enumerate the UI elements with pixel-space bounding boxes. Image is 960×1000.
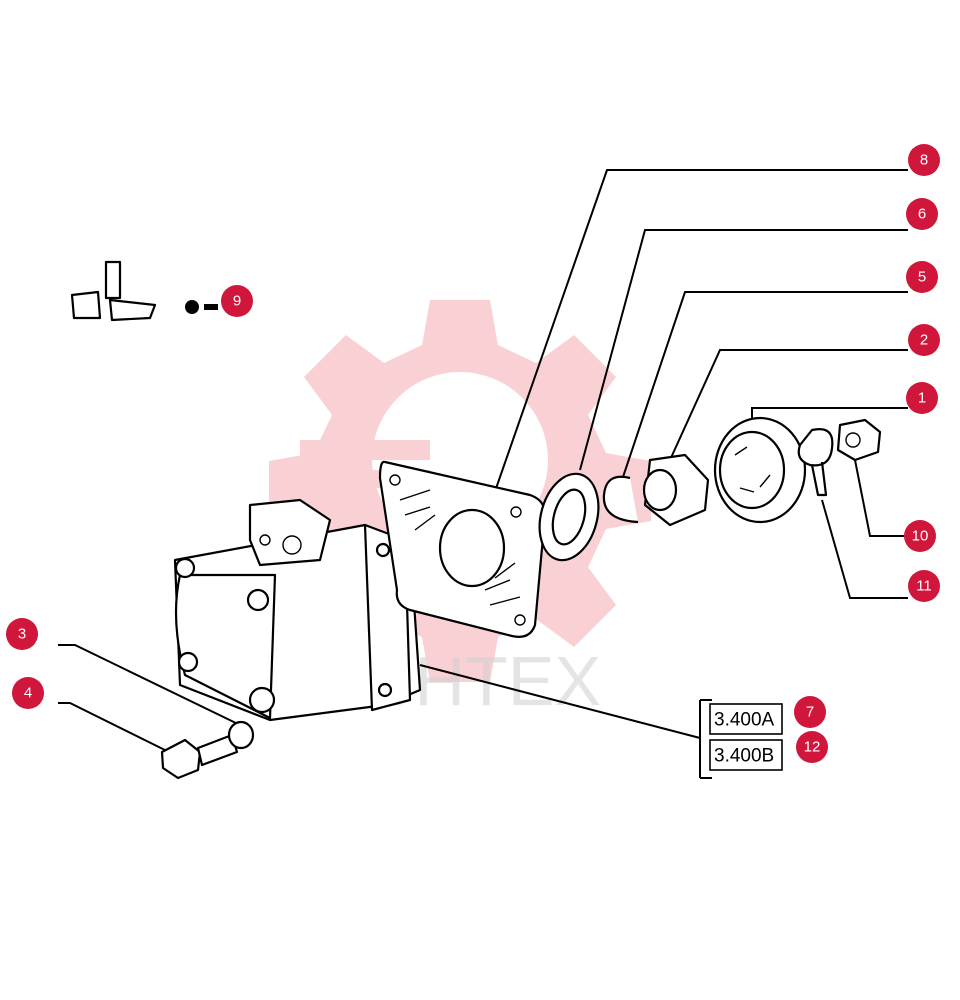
callout-badge-5[interactable]: 5: [906, 261, 938, 293]
svg-text:7: 7: [806, 704, 814, 721]
callout-badge-2[interactable]: 2: [908, 324, 940, 356]
reference-code: 3.400B: [714, 746, 774, 767]
svg-text:4: 4: [24, 685, 32, 702]
svg-text:10: 10: [912, 528, 929, 545]
callout-badge-7[interactable]: 7: [794, 696, 826, 728]
callout-badge-12[interactable]: 12: [796, 731, 828, 763]
svg-text:2: 2: [920, 332, 928, 349]
callout-badge-10[interactable]: 10: [904, 520, 936, 552]
coupling-sleeve: [713, 416, 807, 524]
pump-body: [173, 498, 443, 722]
gasket-plate: [378, 460, 547, 638]
bolt-washer: [227, 720, 255, 750]
callout-badge-11[interactable]: 11: [908, 570, 940, 602]
svg-text:11: 11: [916, 578, 932, 595]
svg-text:9: 9: [233, 293, 241, 310]
callout-badge-6[interactable]: 6: [906, 198, 938, 230]
callout-badge-1[interactable]: 1: [906, 382, 938, 414]
reference-box-b[interactable]: 3.400B: [709, 739, 783, 771]
tab-lock-washer: [797, 428, 834, 497]
svg-text:12: 12: [804, 739, 821, 756]
leader-lines: [58, 169, 908, 779]
svg-text:1: 1: [918, 390, 926, 407]
coupling-hub: [642, 453, 710, 527]
reference-code: 3.400A: [714, 710, 775, 731]
reference-box-a[interactable]: 3.400A: [709, 703, 783, 735]
svg-text:3: 3: [18, 626, 26, 643]
callout-badge-3[interactable]: 3: [6, 618, 38, 650]
callout-badge-9[interactable]: 9: [221, 285, 253, 317]
washer-ring: [538, 472, 600, 562]
nut: [836, 418, 882, 462]
svg-text:8: 8: [920, 152, 928, 169]
bolt: [160, 733, 239, 780]
snap-ring: [602, 475, 639, 524]
svg-text:6: 6: [918, 206, 926, 223]
kit-parts: [70, 260, 218, 322]
callout-badge-8[interactable]: 8: [908, 144, 940, 176]
callout-badge-4[interactable]: 4: [12, 677, 44, 709]
svg-text:5: 5: [918, 269, 926, 286]
